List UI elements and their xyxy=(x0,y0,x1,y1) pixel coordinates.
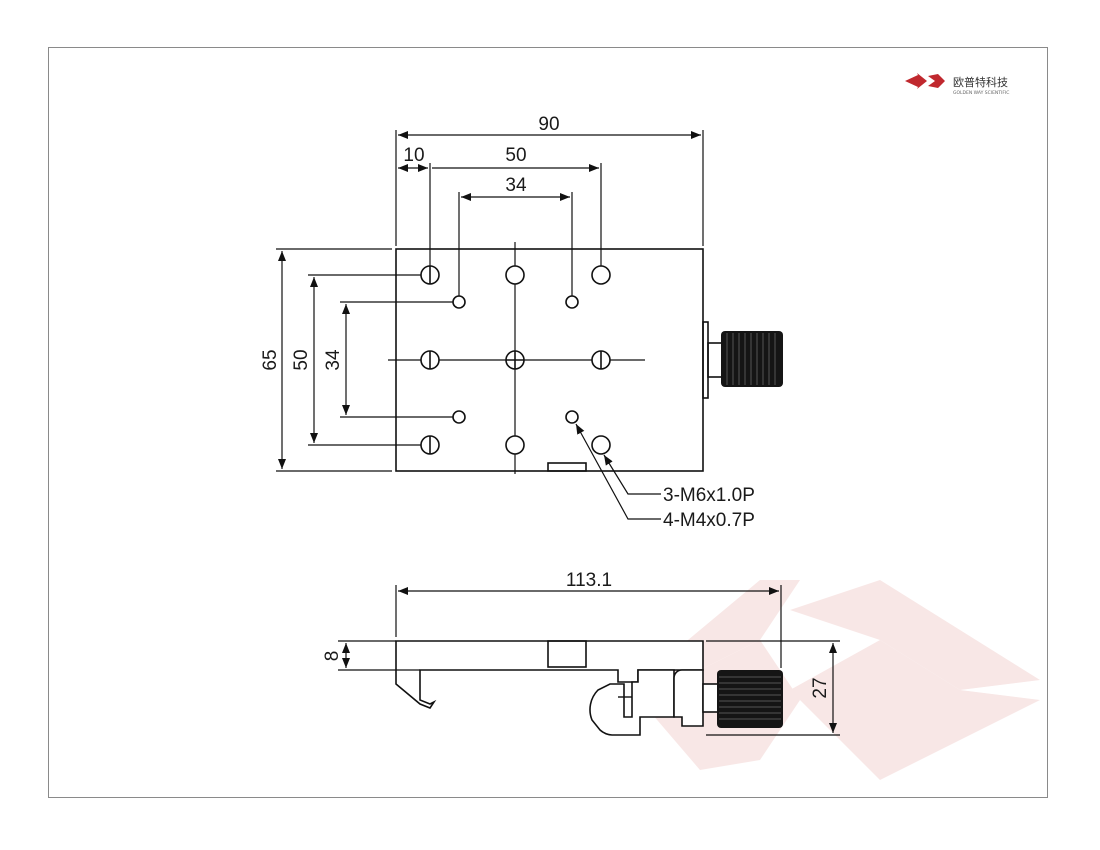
knob-side-view xyxy=(717,670,783,728)
dim-spacing-large-label: 50 xyxy=(505,145,526,166)
bracket-right xyxy=(673,669,704,727)
drawing-frame xyxy=(48,47,1048,798)
side-tab xyxy=(547,640,587,668)
dimension-width: 90 xyxy=(395,114,704,246)
hole-m6 xyxy=(591,265,611,285)
dim-height-label: 65 xyxy=(260,349,281,370)
logo-tagline-text: GOLDEN WAY SCIENTIFIC xyxy=(953,90,1009,96)
hole-m4 xyxy=(565,295,579,309)
dimension-vertical-spacing-small: 34 xyxy=(323,301,453,418)
callout-m4-label: 4-M4x0.7P xyxy=(663,510,755,531)
dim-thickness-label: 8 xyxy=(322,651,343,662)
hole-callouts xyxy=(575,423,661,520)
hole-m4 xyxy=(452,410,466,424)
knob-shaft xyxy=(707,342,724,378)
dimension-offset-and-spacing: 10 50 xyxy=(398,145,602,266)
dimension-length: 113.1 xyxy=(395,570,782,668)
hole-m4 xyxy=(565,410,579,424)
dim-vertical-small-label: 34 xyxy=(323,349,344,371)
logo-mark-icon xyxy=(905,73,945,89)
hole-m6 xyxy=(505,435,525,455)
dim-spacing-small-label: 34 xyxy=(505,175,527,196)
callout-m6-label: 3-M6x1.0P xyxy=(663,485,755,506)
dimension-spacing-small: 34 xyxy=(458,175,573,296)
hole-m6 xyxy=(591,435,611,455)
stage-tab xyxy=(547,462,587,472)
hole-m4 xyxy=(452,295,466,309)
knob-top-view xyxy=(721,331,783,387)
dimension-side-height: 27 xyxy=(706,640,840,736)
knob-shaft-side xyxy=(702,683,720,713)
dim-vertical-large-label: 50 xyxy=(291,349,312,370)
dim-side-height-label: 27 xyxy=(810,677,831,698)
company-logo: 欧普特科技 GOLDEN WAY SCIENTIFIC xyxy=(905,73,1009,96)
dim-offset-label: 10 xyxy=(403,145,424,166)
dim-width-label: 90 xyxy=(538,114,559,135)
logo-brand-text: 欧普特科技 xyxy=(953,75,1008,89)
dimension-vertical-spacing-large: 50 xyxy=(291,274,421,446)
hole-m6 xyxy=(505,265,525,285)
dimension-plate-thickness: 8 xyxy=(322,640,420,671)
dimension-height: 65 xyxy=(260,248,392,472)
dim-length-label: 113.1 xyxy=(566,570,612,591)
bracket-side xyxy=(589,669,675,736)
